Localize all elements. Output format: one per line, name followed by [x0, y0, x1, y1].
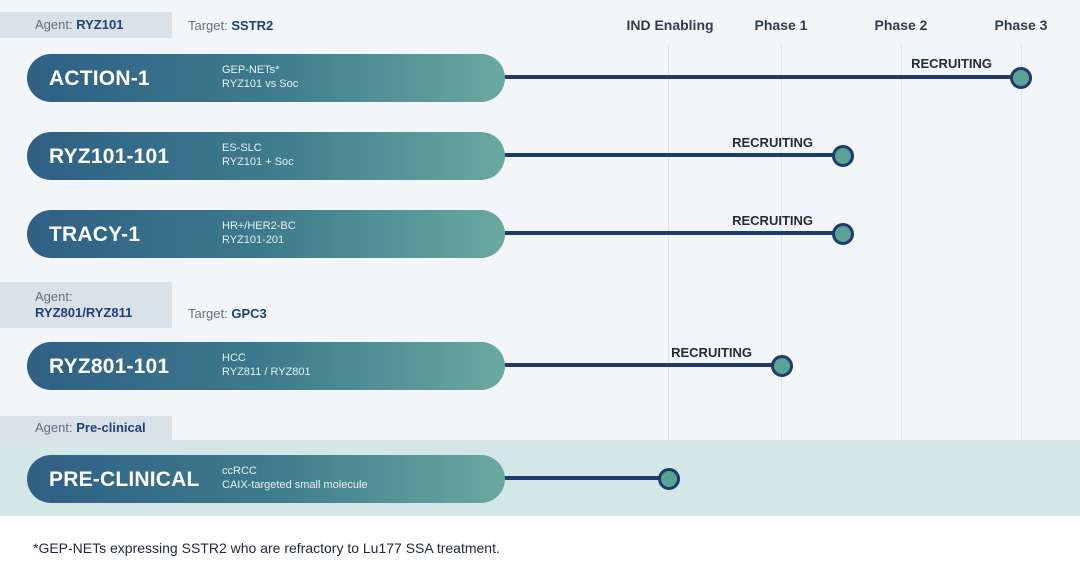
target-prefix: Target:: [188, 18, 228, 33]
stage-marker-ryz101-101[interactable]: [832, 145, 854, 167]
program-name: RYZ101-101: [49, 145, 170, 168]
program-name: RYZ801-101: [49, 355, 170, 378]
status-ryz801-101: RECRUITING: [671, 345, 752, 360]
program-pill-tracy-1[interactable]: TRACY-1 HR+/HER2-BC RYZ101-201: [27, 210, 505, 258]
progress-bar-preclinical: [503, 476, 663, 480]
phase-gridline: [668, 44, 669, 516]
program-indication: GEP-NETs*: [222, 64, 280, 76]
agent-value: RYZ801/RYZ811: [35, 305, 133, 320]
phase-header-phase2: Phase 2: [874, 17, 928, 33]
progress-bar-ryz801-101: [503, 363, 775, 367]
phase-gridline: [901, 44, 902, 516]
program-indication: HR+/HER2-BC: [222, 220, 296, 232]
stage-marker-preclinical[interactable]: [658, 468, 680, 490]
stage-marker-action-1[interactable]: [1010, 67, 1032, 89]
program-regimen: RYZ101 vs Soc: [222, 78, 299, 90]
phase-gridline: [1021, 44, 1022, 516]
status-ryz101-101: RECRUITING: [732, 135, 813, 150]
program-name: TRACY-1: [49, 223, 141, 246]
target-value: GPC3: [231, 306, 267, 321]
phase-header-phase1: Phase 1: [754, 17, 808, 33]
program-pill-action-1[interactable]: ACTION-1 GEP-NETs* RYZ101 vs Soc: [27, 54, 505, 102]
program-details: HCC RYZ811 / RYZ801: [222, 351, 311, 379]
program-regimen: CAIX-targeted small molecule: [222, 479, 368, 491]
target-label-gpc3: Target: GPC3: [188, 306, 267, 321]
footnote: *GEP-NETs expressing SSTR2 who are refra…: [33, 540, 500, 556]
target-value: SSTR2: [231, 18, 274, 33]
target-prefix: Target:: [188, 306, 228, 321]
status-action-1: RECRUITING: [911, 56, 992, 71]
program-details: GEP-NETs* RYZ101 vs Soc: [222, 63, 298, 91]
program-indication: ES-SLC: [222, 142, 262, 154]
progress-bar-tracy-1: [503, 231, 833, 235]
program-indication: ccRCC: [222, 465, 257, 477]
program-name: ACTION-1: [49, 67, 150, 90]
phase-header-ind: IND Enabling: [626, 17, 714, 33]
progress-bar-action-1: [503, 75, 1013, 79]
status-tracy-1: RECRUITING: [732, 213, 813, 228]
program-details: ES-SLC RYZ101 + Soc: [222, 141, 294, 169]
program-details: HR+/HER2-BC RYZ101-201: [222, 219, 296, 247]
stage-marker-tracy-1[interactable]: [832, 223, 854, 245]
target-label-sstr2: Target: SSTR2: [188, 18, 273, 33]
phase-gridline: [781, 44, 782, 516]
program-regimen: RYZ101 + Soc: [222, 156, 294, 168]
program-pill-ryz101-101[interactable]: RYZ101-101 ES-SLC RYZ101 + Soc: [27, 132, 505, 180]
progress-bar-ryz101-101: [503, 153, 833, 157]
agent-label-ryz801: Agent: RYZ801/RYZ811: [0, 282, 172, 328]
program-regimen: RYZ811 / RYZ801: [222, 366, 311, 378]
program-indication: HCC: [222, 352, 246, 364]
agent-prefix: Agent:: [35, 289, 73, 304]
agent-value: RYZ101: [76, 17, 124, 32]
stage-marker-ryz801-101[interactable]: [771, 355, 793, 377]
agent-label-ryz101: Agent: RYZ101: [0, 12, 172, 38]
program-name: PRE-CLINICAL: [49, 468, 200, 491]
program-regimen: RYZ101-201: [222, 234, 285, 246]
agent-prefix: Agent:: [35, 17, 73, 32]
program-details: ccRCC CAIX-targeted small molecule: [222, 464, 368, 492]
agent-value: Pre-clinical: [76, 420, 146, 435]
program-pill-ryz801-101[interactable]: RYZ801-101 HCC RYZ811 / RYZ801: [27, 342, 505, 390]
program-pill-preclinical[interactable]: PRE-CLINICAL ccRCC CAIX-targeted small m…: [27, 455, 505, 503]
phase-header-phase3: Phase 3: [994, 17, 1048, 33]
agent-label-preclinical: Agent: Pre-clinical: [0, 416, 172, 440]
agent-prefix: Agent:: [35, 420, 73, 435]
